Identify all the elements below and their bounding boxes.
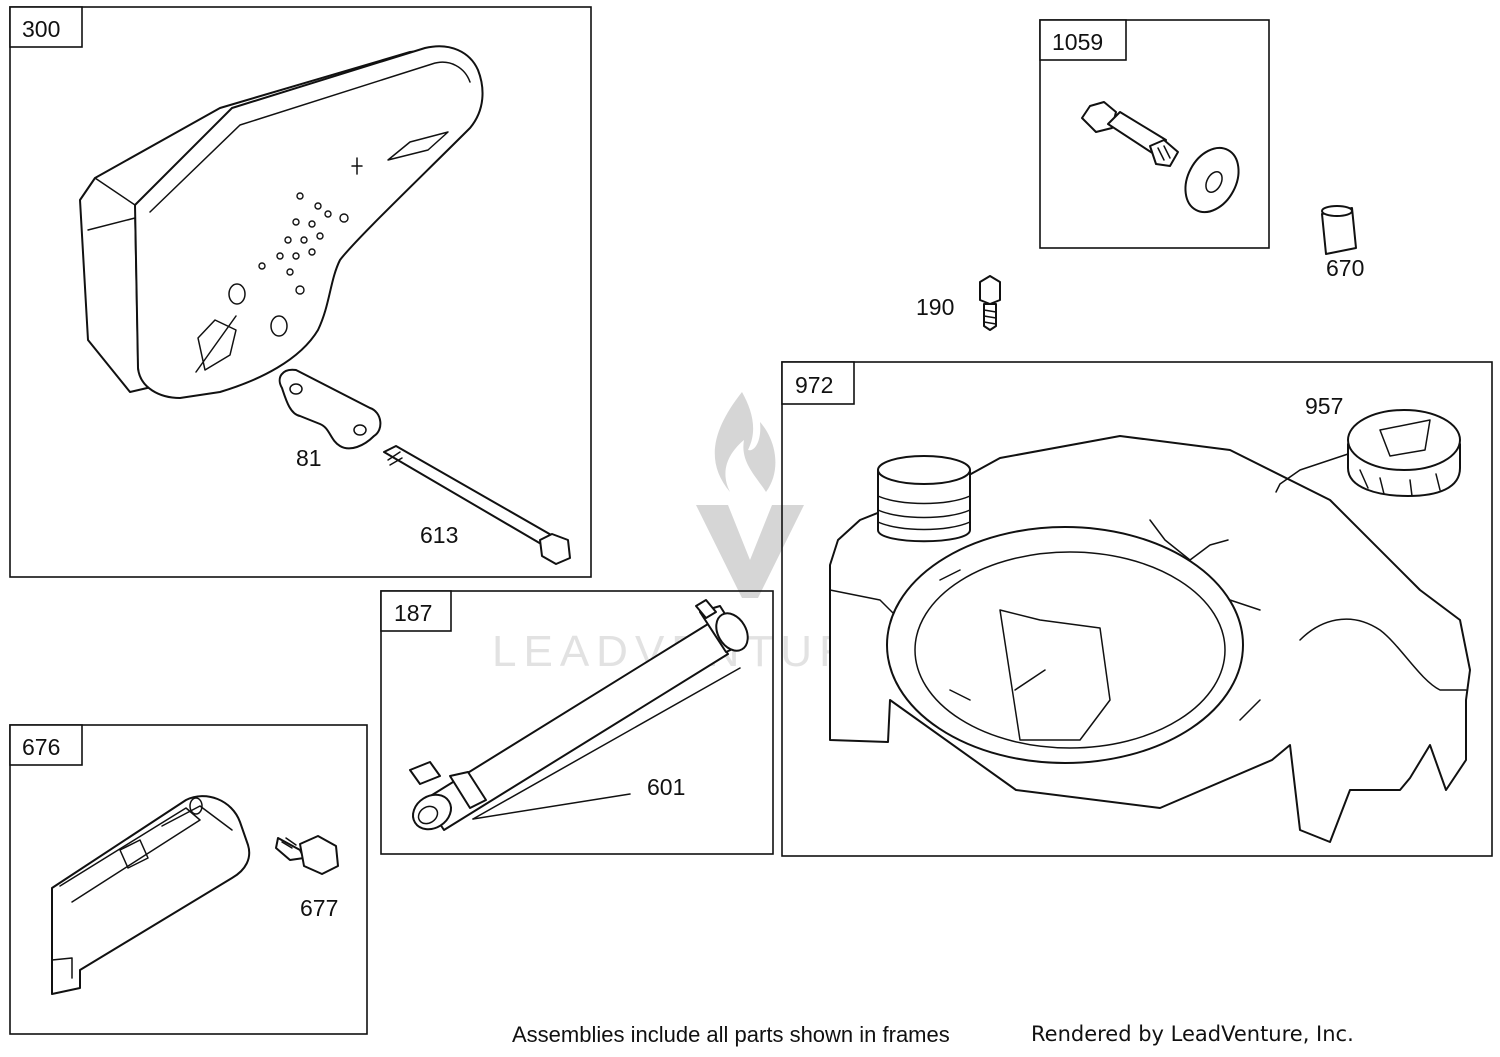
frame-number: 676 (22, 734, 60, 760)
bushing-part[interactable]: 670 (1321, 205, 1364, 281)
frame-300[interactable]: 300 (9, 6, 592, 578)
footer-note: Assemblies include all parts shown in fr… (512, 1022, 950, 1047)
callout-670: 670 (1326, 255, 1364, 281)
fuel-tank-part[interactable] (829, 435, 1471, 843)
filler-neck (877, 455, 971, 543)
shoulder-bolt-part[interactable] (1081, 101, 1179, 167)
callout-601: 601 (647, 774, 685, 800)
callout-190: 190 (916, 294, 954, 320)
frame-number: 972 (795, 372, 833, 398)
watermark-v-icon (696, 505, 804, 598)
frame-972[interactable]: 972 957 (781, 361, 1493, 857)
frame-187[interactable]: 187 601 (380, 590, 774, 855)
leader-line (472, 793, 631, 820)
frame-676[interactable]: 676 677 (9, 724, 368, 1035)
frame-number: 1059 (1052, 29, 1103, 55)
gasket-part[interactable] (278, 368, 382, 450)
washer-part[interactable] (1175, 139, 1249, 222)
watermark-flame-icon (714, 392, 776, 492)
frame-number: 300 (22, 16, 60, 42)
callout-677: 677 (300, 895, 338, 921)
frame-1059[interactable]: 1059 (1039, 19, 1270, 249)
stud-part[interactable] (383, 445, 571, 565)
fuel-line-part[interactable] (407, 599, 755, 836)
shield-part[interactable] (51, 795, 251, 995)
bolt-part[interactable] (275, 835, 339, 875)
frame-number: 187 (394, 600, 432, 626)
muffler-part[interactable] (79, 45, 484, 399)
screw-part[interactable]: 190 (916, 275, 1001, 331)
callout-81: 81 (296, 445, 322, 471)
callout-957: 957 (1305, 393, 1343, 419)
footer-credit: Rendered by LeadVenture, Inc. (1031, 1022, 1354, 1046)
callout-613: 613 (420, 522, 458, 548)
leader-line (472, 667, 741, 820)
fuel-cap-part[interactable] (1275, 409, 1461, 497)
